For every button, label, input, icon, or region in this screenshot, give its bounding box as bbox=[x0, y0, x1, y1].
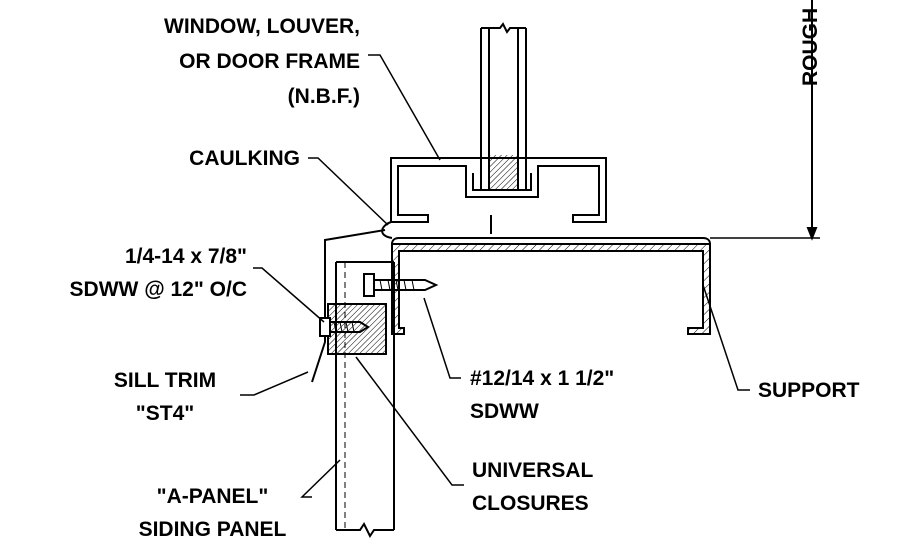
siding-panel-label-line2: SIDING PANEL bbox=[138, 518, 287, 541]
rough-dimension bbox=[710, 0, 820, 241]
screw-icon bbox=[363, 273, 439, 297]
closures-label-line1: UNIVERSAL bbox=[472, 459, 594, 482]
support-channel bbox=[391, 237, 711, 335]
sill-trim bbox=[311, 221, 393, 383]
frame-label: WINDOW, LOUVER, OR DOOR FRAME (N.B.F.) bbox=[60, 14, 360, 109]
frame-label-line1: WINDOW, LOUVER, bbox=[164, 15, 360, 38]
sill-trim-label-line1: SILL TRIM bbox=[113, 369, 217, 392]
screw-label-line2: SDWW @ 12" O/C bbox=[69, 278, 247, 301]
screw-label-line1: 1/4-14 x 7/8" bbox=[124, 245, 247, 268]
caulking-label: CAULKING bbox=[189, 147, 300, 170]
frame-label-line2: OR DOOR FRAME bbox=[179, 50, 360, 73]
rough-label-text: ROUGH bbox=[799, 7, 822, 86]
screw-icon bbox=[319, 317, 370, 337]
support-screw-label: #12/14 x 1 1/2" SDWW bbox=[470, 366, 670, 424]
rough-label: ROUGH bbox=[799, 0, 827, 86]
closures-label-line2: CLOSURES bbox=[472, 492, 589, 515]
support-label: SUPPORT bbox=[758, 379, 860, 402]
sill-trim-label: SILL TRIM "ST4" bbox=[100, 368, 230, 426]
frame-label-line3: (N.B.F.) bbox=[287, 85, 360, 108]
leader-lines bbox=[240, 54, 750, 498]
universal-closure bbox=[327, 303, 387, 355]
siding-panel-label-line1: "A-PANEL" bbox=[156, 485, 269, 508]
door-frame-profile bbox=[390, 22, 607, 234]
support-screw-label-line2: SDWW bbox=[470, 400, 539, 423]
closures-label: UNIVERSAL CLOSURES bbox=[472, 458, 672, 516]
screw-label: 1/4-14 x 7/8" SDWW @ 12" O/C bbox=[0, 244, 247, 302]
siding-panel-label: "A-PANEL" SIDING PANEL bbox=[120, 484, 305, 542]
sill-trim-label-line2: "ST4" bbox=[135, 402, 195, 425]
support-screw-label-line1: #12/14 x 1 1/2" bbox=[470, 367, 615, 390]
